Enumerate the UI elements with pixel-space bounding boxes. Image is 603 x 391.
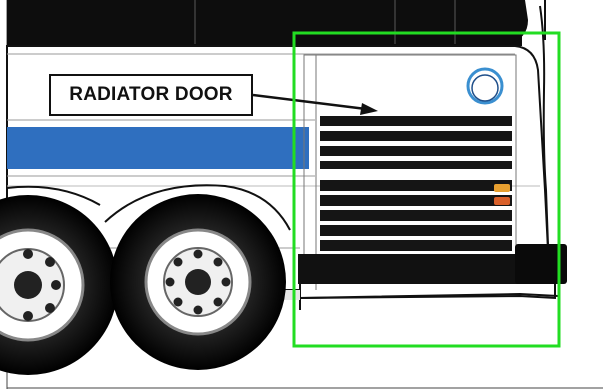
rear-wheel-arch — [104, 184, 291, 231]
blue-stripe — [7, 127, 309, 169]
radiator-door-callout: RADIATOR DOOR — [49, 74, 253, 116]
rear-edge — [539, 5, 549, 246]
amber-marker-light — [494, 184, 510, 192]
window-band — [7, 0, 528, 46]
highlight-box — [292, 31, 561, 348]
rear-bumper — [298, 244, 567, 310]
upper-grille — [320, 116, 512, 169]
front-wheel — [0, 195, 118, 375]
red-marker-light — [494, 197, 510, 205]
callout-label: RADIATOR DOOR — [69, 84, 233, 105]
front-wheel-arch — [6, 185, 101, 206]
rear-wheel — [110, 194, 286, 370]
lower-grille — [320, 180, 512, 251]
callout-arrow — [252, 93, 378, 115]
emblem-icon — [466, 67, 504, 105]
